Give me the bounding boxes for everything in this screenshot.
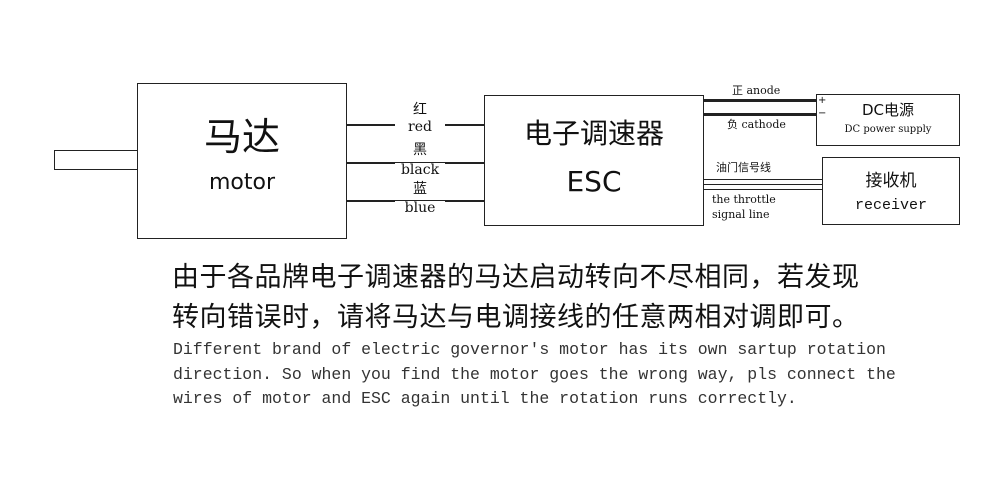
receiver-box: 接收机 receiver [822, 157, 960, 225]
throttle-lead-3 [704, 189, 822, 190]
wire-black-label-en: black [395, 163, 445, 177]
esc-title-en: ESC [566, 165, 622, 198]
throttle-label-en-2: signal line [712, 208, 770, 221]
dc-minus-sign: − [818, 108, 827, 119]
esc-title-cn: 电子调速器 [523, 117, 664, 150]
note-en-line-1: Different brand of electric governor's m… [173, 340, 886, 359]
throttle-label-en-1: the throttle [712, 193, 776, 206]
receiver-title-cn: 接收机 [865, 171, 917, 191]
wire-black-label-cn: 黑 [395, 143, 445, 157]
wire-blue-label-cn: 蓝 [395, 182, 445, 196]
esc-box: 电子调速器 ESC [484, 95, 704, 226]
power-lead-negative [704, 113, 816, 116]
note-cn-line-2: 转向错误时，请将马达与电调接线的任意两相对调即可。 [172, 302, 860, 333]
power-positive-label: 正 anode [732, 84, 781, 97]
motor-shaft [54, 150, 138, 170]
power-lead-positive [704, 99, 816, 102]
wire-blue-label-en: blue [395, 201, 445, 215]
dc-plus-sign: + [818, 95, 827, 106]
power-negative-label: 负 cathode [727, 118, 786, 131]
dc-power-subtitle: DC power supply [844, 124, 932, 135]
motor-box: 马达 motor [137, 83, 347, 239]
dc-power-title: DC电源 [861, 101, 915, 119]
motor-title-cn: 马达 [203, 115, 280, 159]
dc-power-box: + − DC电源 DC power supply [816, 94, 960, 146]
note-en-line-3: wires of motor and ESC again until the r… [173, 389, 797, 408]
motor-title-en: motor [208, 170, 276, 195]
wire-red-label-en: red [395, 120, 445, 134]
throttle-label-cn: 油门信号线 [716, 161, 771, 174]
note-cn-line-1: 由于各品牌电子调速器的马达启动转向不尽相同，若发现 [172, 262, 860, 293]
throttle-lead-1 [704, 179, 822, 180]
wire-red-label-cn: 红 [395, 103, 445, 117]
receiver-title-en: receiver [854, 197, 927, 214]
throttle-lead-2 [704, 184, 822, 185]
note-en-line-2: direction. So when you find the motor go… [173, 365, 896, 384]
